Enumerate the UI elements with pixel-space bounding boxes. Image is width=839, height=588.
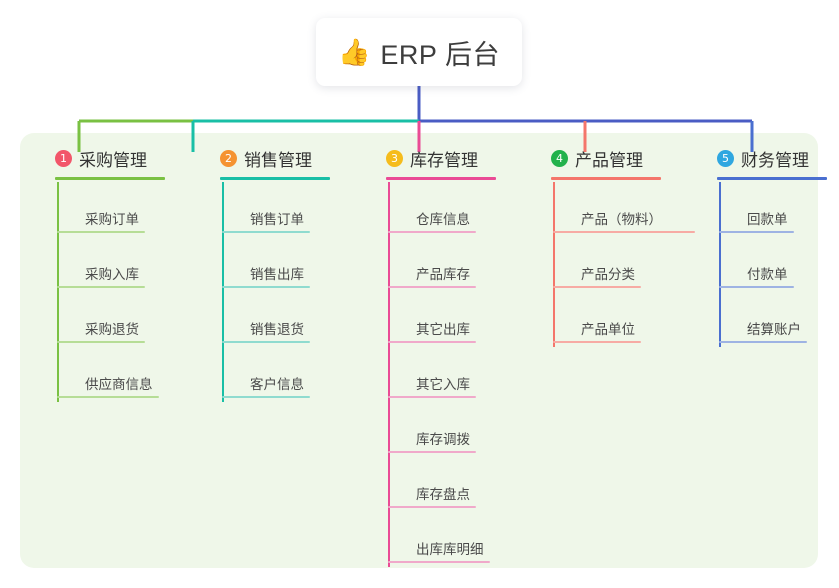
leaf-item-rule (388, 451, 476, 453)
leaf-item-label: 产品（物料） (581, 212, 662, 227)
leaf-item-label: 销售退货 (250, 322, 304, 337)
leaf-item-label: 销售出库 (250, 267, 304, 282)
leaf-item-label: 产品单位 (581, 322, 635, 337)
leaf-item-rule (388, 286, 476, 288)
branch-badge-5: 5 (717, 149, 734, 167)
branch-badge-2: 2 (220, 149, 237, 167)
leaf-item-label: 采购退货 (85, 322, 139, 337)
leaf-item-rule (57, 341, 145, 343)
leaf-item-label: 库存盘点 (416, 487, 470, 502)
leaf-item-label: 销售订单 (250, 212, 304, 227)
leaf-item-rule (719, 231, 794, 233)
leaf-item-label: 采购入库 (85, 267, 139, 282)
branch-header-rule-2 (220, 177, 330, 180)
leaf-item-rule (553, 231, 695, 233)
root-node[interactable]: 👍 ERP 后台 (316, 18, 522, 86)
branch-rail-4 (553, 182, 555, 347)
branch-panel-background (20, 133, 818, 568)
leaf-item-label: 产品库存 (416, 267, 470, 282)
branch-title-1: 采购管理 (79, 150, 147, 170)
leaf-item-rule (719, 286, 794, 288)
branch-header-5[interactable]: 5 财务管理 (699, 146, 809, 170)
branch-badge-4: 4 (551, 149, 568, 167)
leaf-item-rule (388, 231, 476, 233)
leaf-item-rule (388, 561, 490, 563)
leaf-item-label: 采购订单 (85, 212, 139, 227)
leaf-item-label: 回款单 (747, 212, 788, 227)
branch-column-4: 4 产品管理产品（物料） 产品分类产品单位 (533, 146, 695, 347)
branch-title-2: 销售管理 (244, 150, 312, 170)
leaf-item-label: 付款单 (747, 267, 788, 282)
leaf-item-label: 仓库信息 (416, 212, 470, 227)
branch-title-4: 产品管理 (575, 150, 643, 170)
branch-rail-3 (388, 182, 390, 567)
branch-header-rule-5 (717, 177, 827, 180)
leaf-item-label: 其它出库 (416, 322, 470, 337)
leaf-item-label: 其它入库 (416, 377, 470, 392)
branch-column-1: 1 采购管理采购订单采购入库采购退货供应商信息 (37, 146, 165, 402)
leaf-item-label: 出库库明细 (416, 542, 484, 557)
leaf-item-label: 结算账户 (747, 322, 801, 337)
branch-header-rule-4 (551, 177, 661, 180)
branch-rail-1 (57, 182, 59, 402)
leaf-item-rule (388, 506, 476, 508)
leaf-item-rule (553, 341, 641, 343)
leaf-item-rule (57, 396, 159, 398)
branch-column-3: 3 库存管理仓库信息产品库存其它出库其它入库库存调拨库存盘点出库库明细 (368, 146, 496, 567)
leaf-item-rule (57, 286, 145, 288)
branch-header-rule-3 (386, 177, 496, 180)
leaf-item-rule (222, 341, 310, 343)
root-node-label: ERP 后台 (380, 39, 500, 70)
leaf-item-rule (719, 341, 807, 343)
leaf-item-rule (388, 396, 476, 398)
branch-header-1[interactable]: 1 采购管理 (37, 146, 147, 170)
leaf-item-label: 客户信息 (250, 377, 304, 392)
leaf-item-label: 产品分类 (581, 267, 635, 282)
branch-rail-5 (719, 182, 721, 347)
branch-header-4[interactable]: 4 产品管理 (533, 146, 643, 170)
leaf-item-rule (553, 286, 641, 288)
branch-column-5: 5 财务管理回款单付款单结算账户 (699, 146, 827, 347)
branch-rail-2 (222, 182, 224, 402)
leaf-item-rule (388, 341, 476, 343)
leaf-item-rule (222, 231, 310, 233)
branch-badge-3: 3 (386, 149, 403, 167)
branch-title-5: 财务管理 (741, 150, 809, 170)
branch-header-3[interactable]: 3 库存管理 (368, 146, 478, 170)
branch-column-2: 2 销售管理销售订单销售出库销售退货客户信息 (202, 146, 330, 402)
leaf-item-rule (222, 396, 310, 398)
thumbs-up-icon: 👍 (338, 37, 371, 67)
branch-header-rule-1 (55, 177, 165, 180)
leaf-item-label: 供应商信息 (85, 377, 153, 392)
leaf-item-label: 库存调拨 (416, 432, 470, 447)
leaf-item-rule (222, 286, 310, 288)
branch-header-2[interactable]: 2 销售管理 (202, 146, 312, 170)
branch-title-3: 库存管理 (410, 150, 478, 170)
branch-badge-1: 1 (55, 149, 72, 167)
leaf-item-rule (57, 231, 145, 233)
